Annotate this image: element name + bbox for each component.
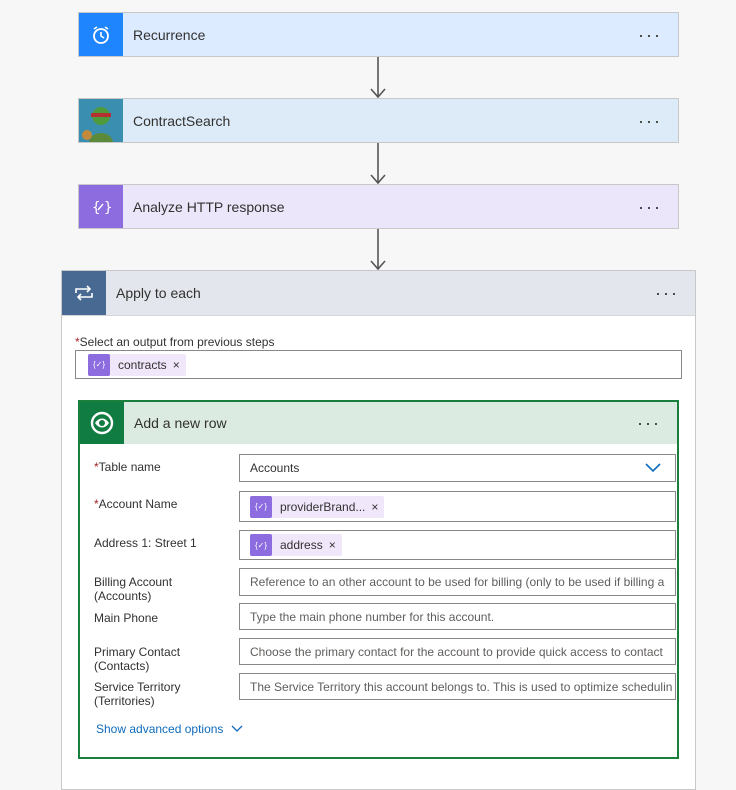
main-phone-label: Main Phone	[94, 611, 159, 625]
chevron-down-icon	[231, 725, 243, 732]
more-options-button[interactable]: ···	[638, 110, 662, 131]
show-advanced-options-link[interactable]: Show advanced options	[96, 722, 243, 736]
svg-text:{: {	[92, 200, 100, 216]
step-title: Recurrence	[133, 26, 206, 43]
connector-arrow-icon	[370, 57, 386, 99]
loop-icon	[62, 271, 106, 315]
primary-contact-label: Primary Contact (Contacts)	[94, 645, 181, 673]
analyze-http-response-step[interactable]: {} Analyze HTTP response ···	[78, 184, 679, 229]
dynamic-content-token[interactable]: {✓} address ×	[250, 534, 342, 556]
add-new-row-action: Add a new row ··· *Table name Accounts *…	[78, 400, 679, 759]
add-new-row-header[interactable]: Add a new row ···	[80, 402, 677, 444]
dynamic-content-token[interactable]: {✓} providerBrand... ×	[250, 495, 385, 518]
more-options-button[interactable]: ···	[638, 196, 662, 217]
chevron-down-icon	[645, 463, 661, 473]
svg-text:}: }	[104, 200, 112, 216]
more-options-button[interactable]: ···	[637, 413, 661, 433]
dynamic-content-token[interactable]: {✓} contracts ×	[88, 353, 186, 376]
token-label: contracts	[118, 357, 167, 372]
more-options-button[interactable]: ···	[655, 283, 679, 303]
remove-token-button[interactable]: ×	[328, 538, 336, 552]
advanced-options-label: Show advanced options	[96, 722, 224, 736]
expression-icon: {✓}	[250, 495, 272, 518]
address-street-label: Address 1: Street 1	[94, 536, 197, 550]
select-output-label: *Select an output from previous steps	[75, 335, 275, 349]
custom-connector-image	[79, 99, 123, 142]
expression-icon: {✓}	[88, 353, 110, 376]
table-name-dropdown[interactable]: Accounts	[239, 454, 676, 482]
token-label: address	[280, 538, 323, 552]
apply-to-each-header[interactable]: Apply to each ···	[62, 271, 695, 316]
step-title: Analyze HTTP response	[133, 198, 285, 215]
table-name-value: Accounts	[250, 461, 300, 475]
recurrence-step[interactable]: Recurrence ···	[78, 12, 679, 57]
remove-token-button[interactable]: ×	[371, 499, 379, 514]
more-options-button[interactable]: ···	[638, 24, 662, 45]
contractsearch-step[interactable]: ContractSearch ···	[78, 98, 679, 143]
connector-arrow-icon	[370, 229, 386, 271]
action-title: Add a new row	[134, 415, 227, 431]
connector-arrow-icon	[370, 143, 386, 185]
service-territory-label: Service Territory (Territories)	[94, 680, 181, 708]
expression-icon: {✓}	[250, 534, 272, 556]
account-name-input[interactable]: {✓} providerBrand... ×	[239, 491, 676, 522]
service-territory-input[interactable]: The Service Territory this account belon…	[239, 673, 676, 700]
account-name-label: *Account Name	[94, 497, 178, 511]
select-output-input[interactable]: {✓} contracts ×	[75, 350, 682, 379]
data-operation-icon: {}	[79, 185, 123, 228]
alarm-clock-icon	[79, 13, 123, 56]
address-street-input[interactable]: {✓} address ×	[239, 530, 676, 560]
table-name-label: *Table name	[94, 460, 161, 474]
dataverse-icon	[80, 402, 124, 444]
primary-contact-input[interactable]: Choose the primary contact for the accou…	[239, 638, 676, 665]
step-title: Apply to each	[116, 285, 201, 301]
step-title: ContractSearch	[133, 112, 231, 129]
billing-account-input[interactable]: Reference to an other account to be used…	[239, 568, 676, 596]
token-label: providerBrand...	[280, 499, 366, 514]
billing-account-label: Billing Account (Accounts)	[94, 575, 173, 603]
main-phone-input[interactable]: Type the main phone number for this acco…	[239, 603, 676, 630]
remove-token-button[interactable]: ×	[172, 357, 180, 372]
required-mark: *	[75, 335, 80, 349]
